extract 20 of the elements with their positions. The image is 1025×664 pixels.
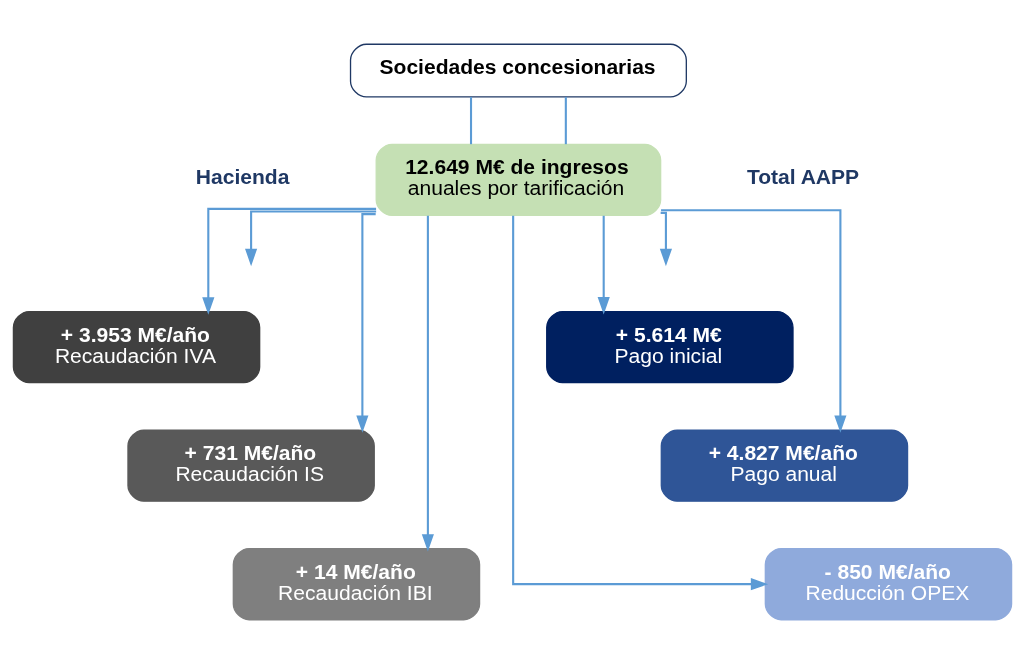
node-box: + 5.614 M€ Pago inicial <box>546 310 794 384</box>
connector <box>564 97 567 145</box>
arrow <box>421 215 434 552</box>
node-box: + 4.827 M€/año Pago anual <box>660 429 909 502</box>
node-box: Sociedades concesionarias <box>349 43 687 98</box>
label: Total AAPP <box>746 164 860 188</box>
node-box: - 850 M€/año Reducción OPEX <box>764 547 1013 621</box>
arrow <box>512 215 769 591</box>
node-box: 12.649 M€ de ingresos anuales por tarificación <box>375 143 662 217</box>
arrow <box>597 215 610 315</box>
node-box: + 14 M€/año Recaudación IBI <box>232 547 481 621</box>
connector <box>469 97 473 145</box>
arrow <box>245 210 377 267</box>
label: Hacienda <box>195 164 290 188</box>
arrow <box>356 213 376 433</box>
arrow <box>661 209 847 433</box>
node-box: + 3.953 M€/año Recaudación IVA <box>12 310 261 384</box>
arrow <box>659 211 672 267</box>
arrow <box>202 207 377 315</box>
node-box: + 731 M€/año Recaudación IS <box>127 429 375 502</box>
